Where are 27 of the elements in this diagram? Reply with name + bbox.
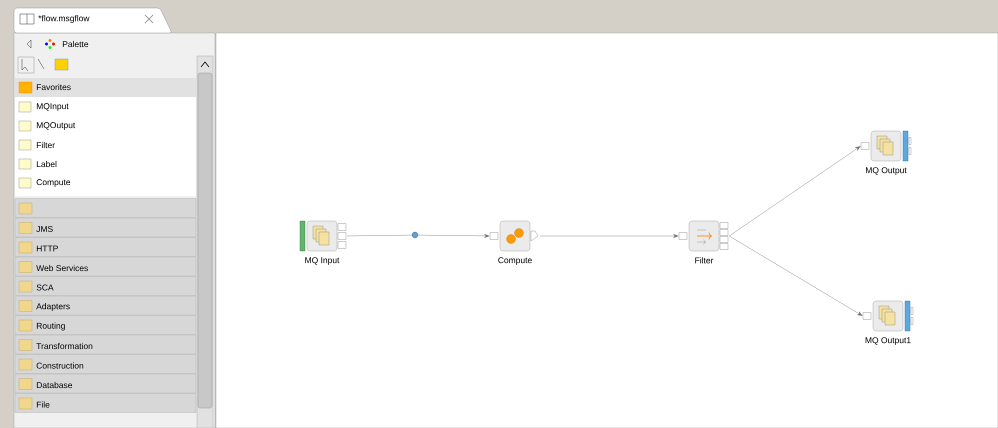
arrow <box>418 234 490 238</box>
arrow <box>729 236 863 316</box>
drawer-label: Database <box>36 382 72 388</box>
palette-item: MQInput <box>36 103 69 111</box>
arrow <box>540 234 678 238</box>
node-label: Filter <box>695 257 714 264</box>
palette-title: Palette <box>62 40 88 48</box>
drawer-label: File <box>36 401 50 408</box>
arrow <box>729 146 861 236</box>
drawer-label: Construction <box>36 362 84 369</box>
drawer-label: SCA <box>36 284 54 290</box>
drawer-label: Routing <box>36 322 65 330</box>
palette-item: Label <box>36 160 56 168</box>
node-label: MQ Output <box>866 167 907 175</box>
node-label: MQ Output1 <box>866 337 911 345</box>
drawer-label: HTTP <box>36 246 58 252</box>
drawer-label: Adapters <box>36 303 70 311</box>
drawer-label: Web Services <box>36 264 88 272</box>
node-label: Compute <box>498 257 532 265</box>
node-label: MQ Input <box>305 257 340 265</box>
palette-item: MQOutput <box>36 122 76 130</box>
tab-title: *flow.msgflow <box>38 15 90 23</box>
palette-item: Filter <box>36 142 55 148</box>
drawer-label: JMS <box>36 226 53 232</box>
palette-item: Compute <box>36 179 70 187</box>
drawer-label: Favorites <box>36 84 71 90</box>
drawer-label: Transformation <box>36 342 92 350</box>
